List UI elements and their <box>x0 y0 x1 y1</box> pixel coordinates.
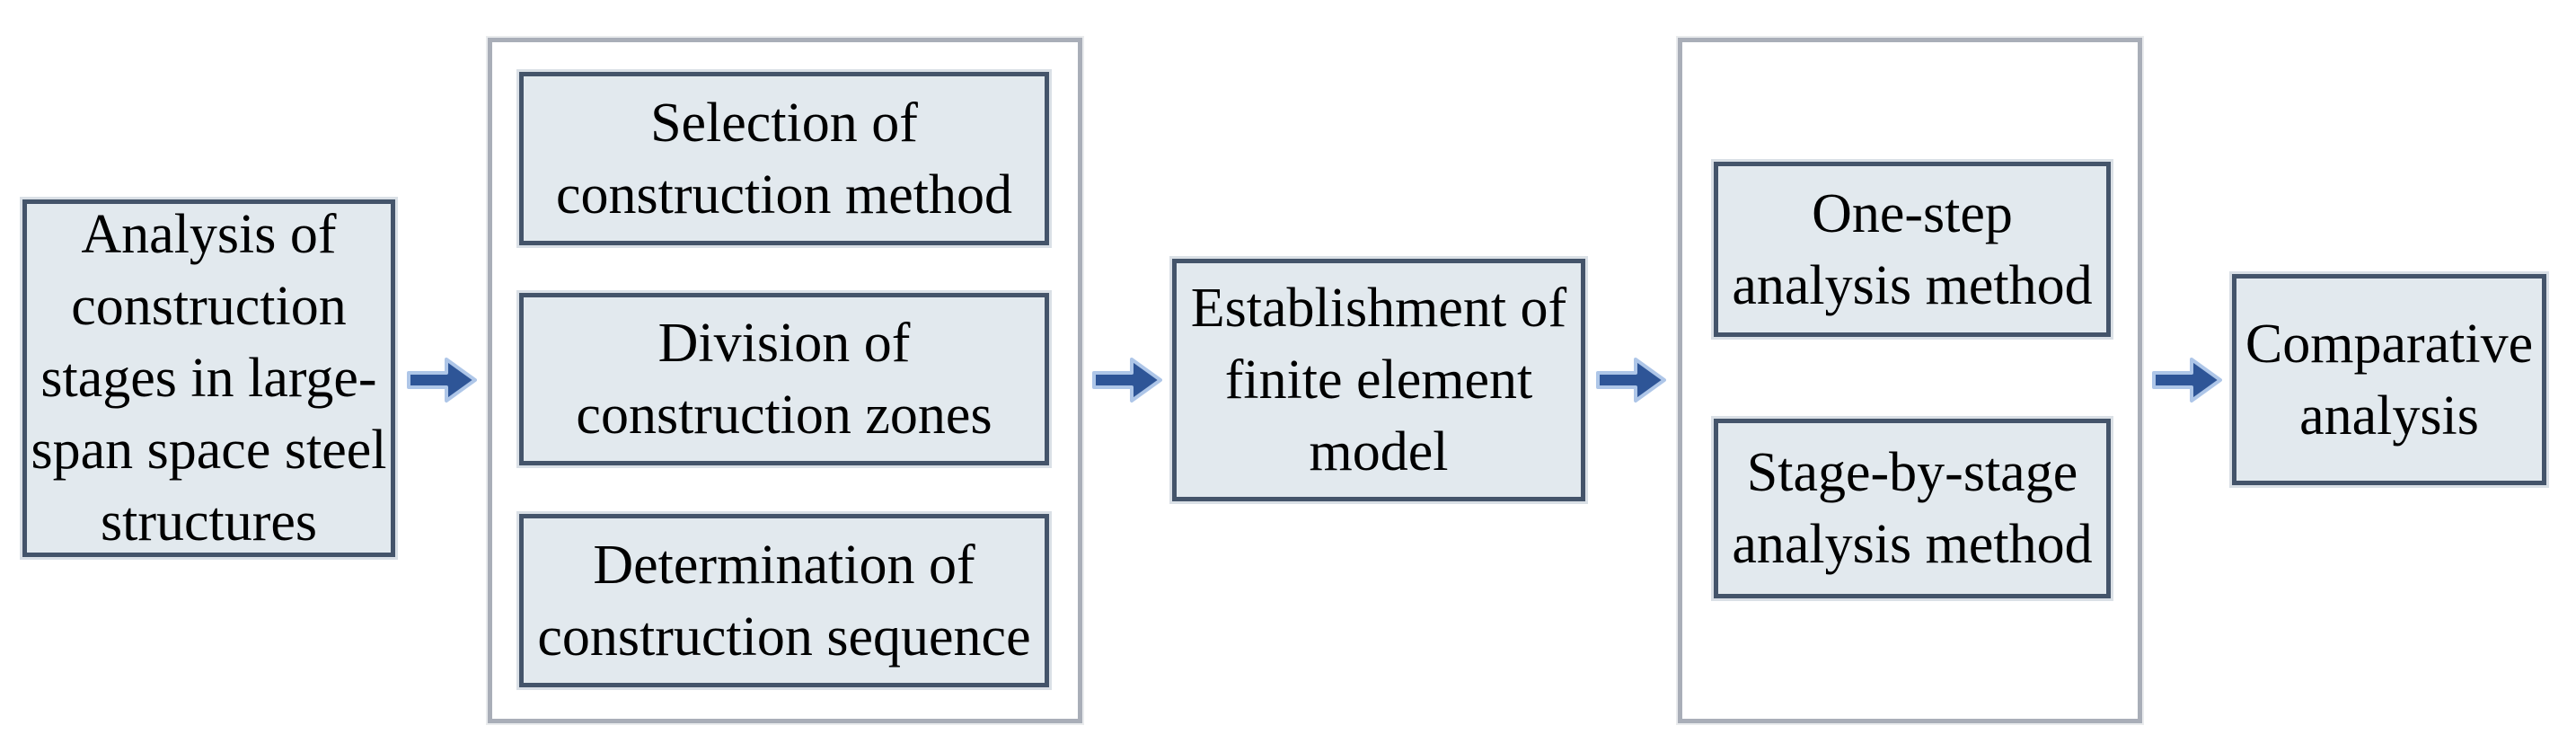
node-label: One-step analysis method <box>1732 182 2093 316</box>
flow-arrow-3-icon <box>1596 358 1666 403</box>
node-label: Establishment of finite element model <box>1190 278 1567 482</box>
flow-arrow-2-icon <box>1092 358 1162 403</box>
node-determination-of-construction-sequence: Determination of construction sequence <box>519 514 1049 687</box>
node-label: Stage-by-stage analysis method <box>1732 442 2093 575</box>
group-analysis-methods <box>1678 38 2142 723</box>
node-label: Comparative analysis <box>2245 313 2534 447</box>
node-selection-of-construction-method: Selection of construction method <box>519 72 1049 245</box>
node-label: Selection of construction method <box>556 92 1012 226</box>
node-one-step-analysis-method: One-step analysis method <box>1714 162 2111 337</box>
node-label: Analysis of construction stages in large… <box>31 204 387 553</box>
node-stage-by-stage-analysis-method: Stage-by-stage analysis method <box>1714 419 2111 598</box>
node-comparative-analysis: Comparative analysis <box>2232 274 2546 485</box>
flow-arrow-4-icon <box>2152 358 2222 403</box>
node-label: Determination of construction sequence <box>537 534 1031 668</box>
flow-arrow-1-icon <box>407 358 477 403</box>
node-division-of-construction-zones: Division of construction zones <box>519 293 1049 465</box>
node-label: Division of construction zones <box>576 313 992 446</box>
node-analysis-of-construction-stages: Analysis of construction stages in large… <box>22 199 395 557</box>
node-establishment-of-finite-element-model: Establishment of finite element model <box>1172 259 1585 501</box>
